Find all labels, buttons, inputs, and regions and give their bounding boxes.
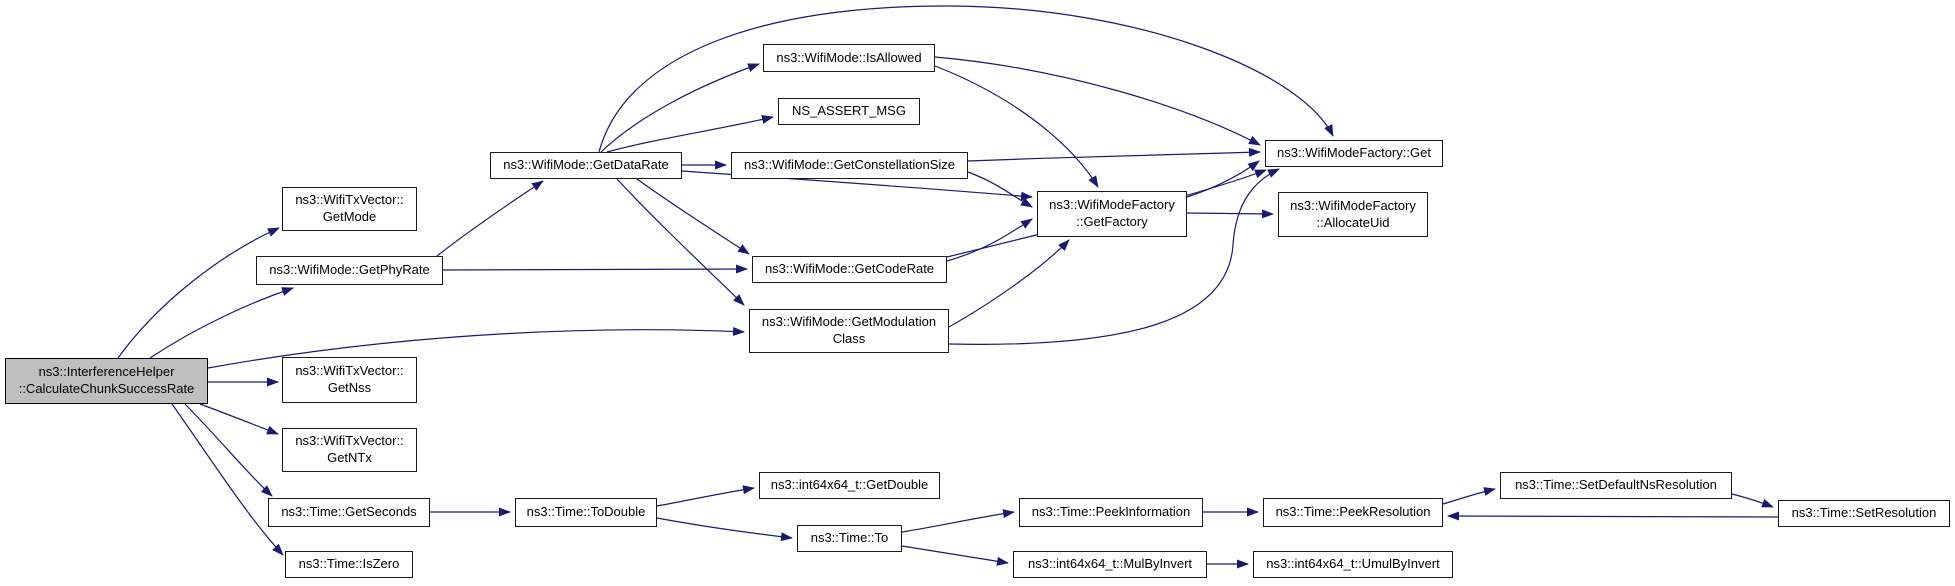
- node-calculate-chunk-success-rate[interactable]: ns3::InterferenceHelper ::CalculateChunk…: [5, 358, 208, 404]
- node-wifimode-getdatarate[interactable]: ns3::WifiMode::GetDataRate: [490, 152, 682, 179]
- edge-get-constellation-size-to-factory-get: [967, 147, 1261, 162]
- node-wifitxvector-getnss[interactable]: ns3::WifiTxVector:: GetNss: [282, 357, 417, 403]
- node-label: ns3::WifiModeFactory ::AllocateUid: [1290, 197, 1416, 230]
- node-label: ns3::Time::GetSeconds: [281, 504, 417, 520]
- edge-get-phy-rate-to-get-code-rate: [442, 264, 748, 274]
- node-label: ns3::InterferenceHelper ::CalculateChunk…: [18, 364, 195, 396]
- node-label: ns3::WifiMode::GetPhyRate: [269, 262, 430, 278]
- node-time-setresolution[interactable]: ns3::Time::SetResolution: [1778, 500, 1950, 527]
- edge-time-to-to-mul-by-invert: [901, 545, 1009, 566]
- node-label: ns3::int64x64_t::GetDouble: [770, 477, 929, 493]
- edge-set-resolution-to-peek-resolution: [1447, 511, 1779, 521]
- node-int64x64-mulbyinvert[interactable]: ns3::int64x64_t::MulByInvert: [1013, 551, 1207, 578]
- node-wifitxvector-getmode[interactable]: ns3::WifiTxVector:: GetMode: [282, 187, 417, 231]
- edge-root-to-is-zero: [171, 403, 284, 556]
- edge-get-factory-to-allocate-uid: [1186, 209, 1274, 219]
- node-wifimode-getconstellationsize[interactable]: ns3::WifiMode::GetConstellationSize: [731, 152, 968, 179]
- edge-time-to-to-peek-information: [901, 509, 1015, 533]
- node-ns-assert-msg[interactable]: NS_ASSERT_MSG: [778, 98, 920, 125]
- node-label: ns3::WifiMode::GetConstellationSize: [744, 157, 955, 173]
- edge-root-to-get-ntx: [199, 403, 279, 435]
- edge-get-data-rate-to-ns-assert-msg: [606, 115, 774, 153]
- node-wifimodefactory-get[interactable]: ns3::WifiModeFactory::Get: [1265, 140, 1443, 167]
- edge-get-modulation-class-to-get-factory: [948, 239, 1070, 328]
- edge-is-allowed-to-factory-get: [934, 56, 1261, 146]
- node-label: ns3::WifiMode::GetModulation Class: [761, 314, 937, 346]
- node-time-iszero[interactable]: ns3::Time::IsZero: [285, 551, 413, 578]
- edge-root-to-get-seconds: [184, 403, 273, 497]
- node-label: ns3::Time::To: [810, 530, 889, 546]
- edge-get-data-rate-to-is-allowed: [600, 63, 760, 153]
- node-int64x64-umulbyinvert[interactable]: ns3::int64x64_t::UmulByInvert: [1253, 551, 1453, 578]
- node-int64x64-getdouble[interactable]: ns3::int64x64_t::GetDouble: [759, 472, 940, 499]
- node-time-setdefaultnsresolution[interactable]: ns3::Time::SetDefaultNsResolution: [1500, 472, 1732, 499]
- node-wifitxvector-getntx[interactable]: ns3::WifiTxVector:: GetNTx: [282, 428, 417, 472]
- edge-get-modulation-class-to-factory-get: [948, 168, 1280, 345]
- node-wifimode-isallowed[interactable]: ns3::WifiMode::IsAllowed: [763, 44, 935, 72]
- node-wifimode-getphyrate[interactable]: ns3::WifiMode::GetPhyRate: [256, 256, 443, 285]
- node-time-to[interactable]: ns3::Time::To: [797, 525, 902, 552]
- node-label: ns3::WifiModeFactory ::GetFactory: [1049, 197, 1175, 229]
- node-time-todouble[interactable]: ns3::Time::ToDouble: [515, 498, 657, 527]
- edge-root-to-get-phy-rate: [149, 287, 294, 359]
- node-wifimode-getmodulationclass[interactable]: ns3::WifiMode::GetModulation Class: [749, 309, 949, 353]
- node-label: ns3::Time::PeekInformation: [1031, 504, 1191, 520]
- node-label: ns3::WifiTxVector:: GetMode: [295, 192, 404, 224]
- edge-get-factory-to-factory-get: [1186, 160, 1260, 198]
- node-wifimodefactory-allocateuid[interactable]: ns3::WifiModeFactory ::AllocateUid: [1278, 192, 1428, 237]
- edge-get-data-rate-to-get-code-rate: [636, 178, 750, 255]
- node-time-peekinformation[interactable]: ns3::Time::PeekInformation: [1019, 498, 1203, 527]
- edge-get-data-rate-to-get-modulation-class: [616, 178, 745, 306]
- edge-get-constellation-size-to-get-factory: [967, 171, 1033, 208]
- node-time-peekresolution[interactable]: ns3::Time::PeekResolution: [1263, 498, 1443, 527]
- node-label: ns3::WifiTxVector:: GetNTx: [295, 433, 404, 465]
- edge-get-data-rate-to-factory-get: [598, 5, 1334, 153]
- node-label: ns3::Time::SetDefaultNsResolution: [1515, 477, 1717, 493]
- edge-to-double-to-time-to: [656, 517, 793, 542]
- node-label: NS_ASSERT_MSG: [792, 103, 906, 119]
- node-label: ns3::WifiTxVector:: GetNss: [295, 363, 404, 395]
- edge-root-to-get-modulation-class: [207, 326, 745, 369]
- node-label: ns3::WifiMode::GetCodeRate: [764, 261, 935, 277]
- node-label: ns3::WifiMode::IsAllowed: [776, 49, 922, 65]
- node-label: ns3::WifiMode::GetDataRate: [503, 157, 669, 173]
- edge-is-allowed-to-get-factory: [934, 65, 1099, 188]
- node-time-getseconds[interactable]: ns3::Time::GetSeconds: [268, 498, 430, 527]
- edge-root-to-get-mode: [117, 227, 280, 359]
- edge-set-default-ns-resolution-to-set-resolution: [1731, 493, 1774, 508]
- node-label: ns3::WifiModeFactory::Get: [1277, 145, 1431, 161]
- node-label: ns3::Time::IsZero: [298, 556, 400, 572]
- edge-get-code-rate-to-get-factory: [946, 218, 1033, 262]
- node-label: ns3::Time::ToDouble: [526, 504, 646, 520]
- node-label: ns3::Time::SetResolution: [1791, 505, 1937, 521]
- node-label: ns3::Time::PeekResolution: [1275, 504, 1431, 520]
- node-label: ns3::int64x64_t::UmulByInvert: [1266, 556, 1440, 572]
- edge-get-phy-rate-to-get-data-rate: [436, 180, 544, 257]
- edge-to-double-to-get-double: [656, 485, 755, 507]
- node-wifimodefactory-getfactory[interactable]: ns3::WifiModeFactory ::GetFactory: [1037, 191, 1187, 237]
- node-label: ns3::int64x64_t::MulByInvert: [1027, 556, 1193, 572]
- node-wifimode-getcoderate[interactable]: ns3::WifiMode::GetCodeRate: [752, 256, 947, 283]
- edge-peek-resolution-to-set-default-ns-resolution: [1442, 487, 1496, 505]
